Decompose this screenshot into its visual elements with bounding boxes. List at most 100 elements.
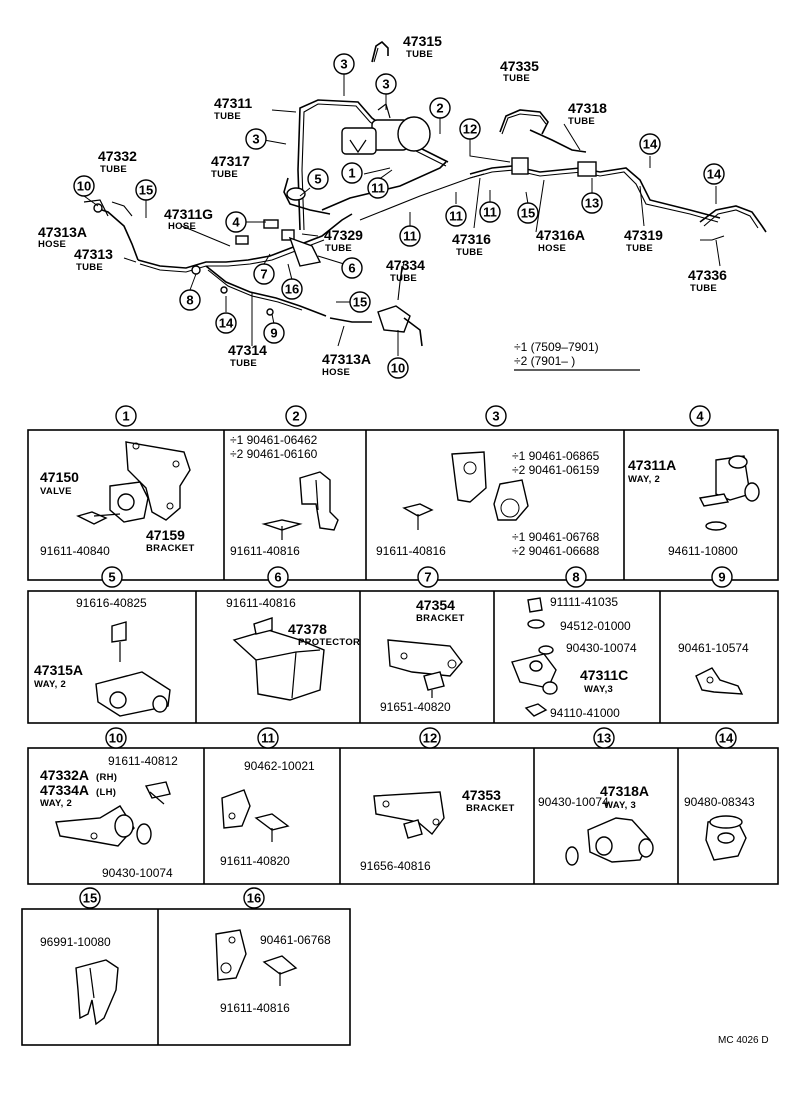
label-47313A-left-sub: HOSE — [38, 239, 66, 250]
callout-5-7-circle — [307, 168, 329, 190]
cell-3-drawing: ÷1 90461-06865 ÷2 90461-06159 91611-4081… — [376, 449, 600, 558]
cell-header-11: 11 — [257, 727, 279, 749]
cell-header-3: 3 — [485, 405, 507, 427]
label-47334-sub: TUBE — [390, 273, 417, 284]
cell-header-1: 1 — [115, 405, 137, 427]
cell-14-text-0: 90480-08343 — [684, 795, 755, 809]
cell-11-text-0: 90462-10021 — [244, 759, 315, 773]
callout-10-25-circle — [387, 357, 409, 379]
label-47336-sub: TUBE — [690, 283, 717, 294]
callout-11-10-text: 11 — [449, 209, 463, 224]
cell-header-3-circle — [485, 405, 507, 427]
callout-13-14: 13 — [581, 192, 603, 214]
callout-14-23: 14 — [215, 312, 237, 334]
callout-3-0-circle — [333, 53, 355, 75]
callout-2-2: 2 — [429, 97, 451, 119]
label-47316-sub: TUBE — [456, 247, 483, 258]
cell-16-text-0: 90461-06768 — [260, 933, 331, 947]
cell-9-drawing: 90461-10574 — [678, 641, 749, 695]
cell-header-8-circle — [565, 566, 587, 588]
cell-12-text-0: 47353 — [462, 787, 501, 803]
cell-3-text-1: ÷2 90461-06159 — [512, 463, 600, 477]
label-47316: 47316 — [452, 231, 491, 247]
callout-14-5: 14 — [639, 133, 661, 155]
cell-header-10-text: 10 — [109, 731, 123, 746]
cell-4-drawing: 47311A WAY, 2 94611-10800 — [628, 455, 760, 558]
cell-5-drawing: 91616-40825 47315A WAY, 2 — [34, 596, 171, 717]
label-47317-sub: TUBE — [211, 169, 238, 180]
callout-13-14-text: 13 — [585, 196, 599, 211]
callout-16-20-text: 16 — [285, 282, 299, 297]
label-47311: 47311 — [214, 95, 252, 111]
callout-6-18-circle — [341, 257, 363, 279]
cell-header-12-circle — [419, 727, 441, 749]
cell-header-16-circle — [243, 887, 265, 909]
cell-7-drawing: 47354 BRACKET 91651-40820 — [380, 597, 464, 714]
overview-drawing — [83, 40, 767, 347]
cell-header-4-circle — [689, 405, 711, 427]
callout-12-4-circle — [459, 118, 481, 140]
cell-1-text-3: BRACKET — [146, 543, 195, 554]
callout-11-11: 11 — [479, 201, 501, 223]
callout-11-12-text: 11 — [403, 229, 417, 244]
callout-3-1: 3 — [375, 73, 397, 95]
callout-9-24: 9 — [263, 322, 285, 344]
callout-2-2-text: 2 — [436, 101, 443, 116]
cell-8-text-3: 47311C — [580, 667, 628, 683]
callout-8-21-text: 8 — [186, 293, 193, 308]
label-47313: 47313 — [74, 246, 113, 262]
callout-14-23-circle — [215, 312, 237, 334]
label-47316A-sub: HOSE — [538, 243, 566, 254]
callout-6-18-text: 6 — [348, 261, 355, 276]
cell-10-text-1: 47332A — [40, 767, 89, 783]
cell-8-text-2: 90430-10074 — [566, 641, 637, 655]
callout-3-3: 3 — [245, 128, 267, 150]
label-47335: 47335 — [500, 58, 539, 74]
callout-14-9: 14 — [703, 163, 725, 185]
cell-header-14-text: 14 — [719, 731, 734, 746]
cell-1-text-4: 91611-40840 — [40, 544, 110, 558]
callout-15-13: 15 — [517, 202, 539, 224]
cell-6-text-1: 47378 — [288, 621, 327, 637]
callout-15-16-circle — [135, 179, 157, 201]
callout-15-13-circle — [517, 202, 539, 224]
cell-header-14-circle — [715, 727, 737, 749]
cell-header-9: 9 — [711, 566, 733, 588]
overview-labels: 47315 TUBE 47335 TUBE 47311 TUBE 47318 T… — [38, 33, 727, 378]
callout-15-13-text: 15 — [521, 206, 535, 221]
cell-header-15: 15 — [79, 887, 101, 909]
cell-header-16: 16 — [243, 887, 265, 909]
cell-10-drawing: 91611-40812 47332A (RH) 47334A (LH) WAY,… — [40, 754, 178, 880]
label-47317: 47317 — [211, 153, 250, 169]
cell-12-text-2: 91656-40816 — [360, 859, 431, 873]
callout-11-8-circle — [367, 177, 389, 199]
cell-1-text-0: 47150 — [40, 469, 79, 485]
cell-8-drawing: 91111-41035 94512-01000 90430-10074 4731… — [511, 595, 637, 720]
callout-9-24-circle — [263, 322, 285, 344]
cell-header-5-circle — [101, 566, 123, 588]
cell-header-6: 6 — [267, 566, 289, 588]
callout-1-6-circle — [341, 162, 363, 184]
cell-header-14: 14 — [715, 727, 737, 749]
cell-header-7-text: 7 — [424, 570, 431, 585]
callout-11-10-circle — [445, 205, 467, 227]
cell-2-text-1: ÷2 90461-06160 — [230, 447, 318, 461]
cell-5-text-0: 91616-40825 — [76, 596, 147, 610]
cell-header-2: 2 — [285, 405, 307, 427]
cell-12-text-1: BRACKET — [466, 803, 515, 814]
callout-7-19-circle — [253, 263, 275, 285]
cell-8-text-4: WAY,3 — [584, 684, 613, 695]
cell-8-text-1: 94512-01000 — [560, 619, 631, 633]
cell-header-15-circle — [79, 887, 101, 909]
legend: ÷1 (7509–7901) ÷2 (7901– ) — [514, 340, 640, 371]
callout-11-12-circle — [399, 225, 421, 247]
callout-2-2-circle — [429, 97, 451, 119]
cell-3-text-0: ÷1 90461-06865 — [512, 449, 600, 463]
label-47318-sub: TUBE — [568, 116, 595, 127]
cell-header-12: 12 — [419, 727, 441, 749]
callout-10-25-text: 10 — [391, 361, 405, 376]
cell-header-16-text: 16 — [247, 891, 261, 906]
label-47313-sub: TUBE — [76, 262, 103, 273]
